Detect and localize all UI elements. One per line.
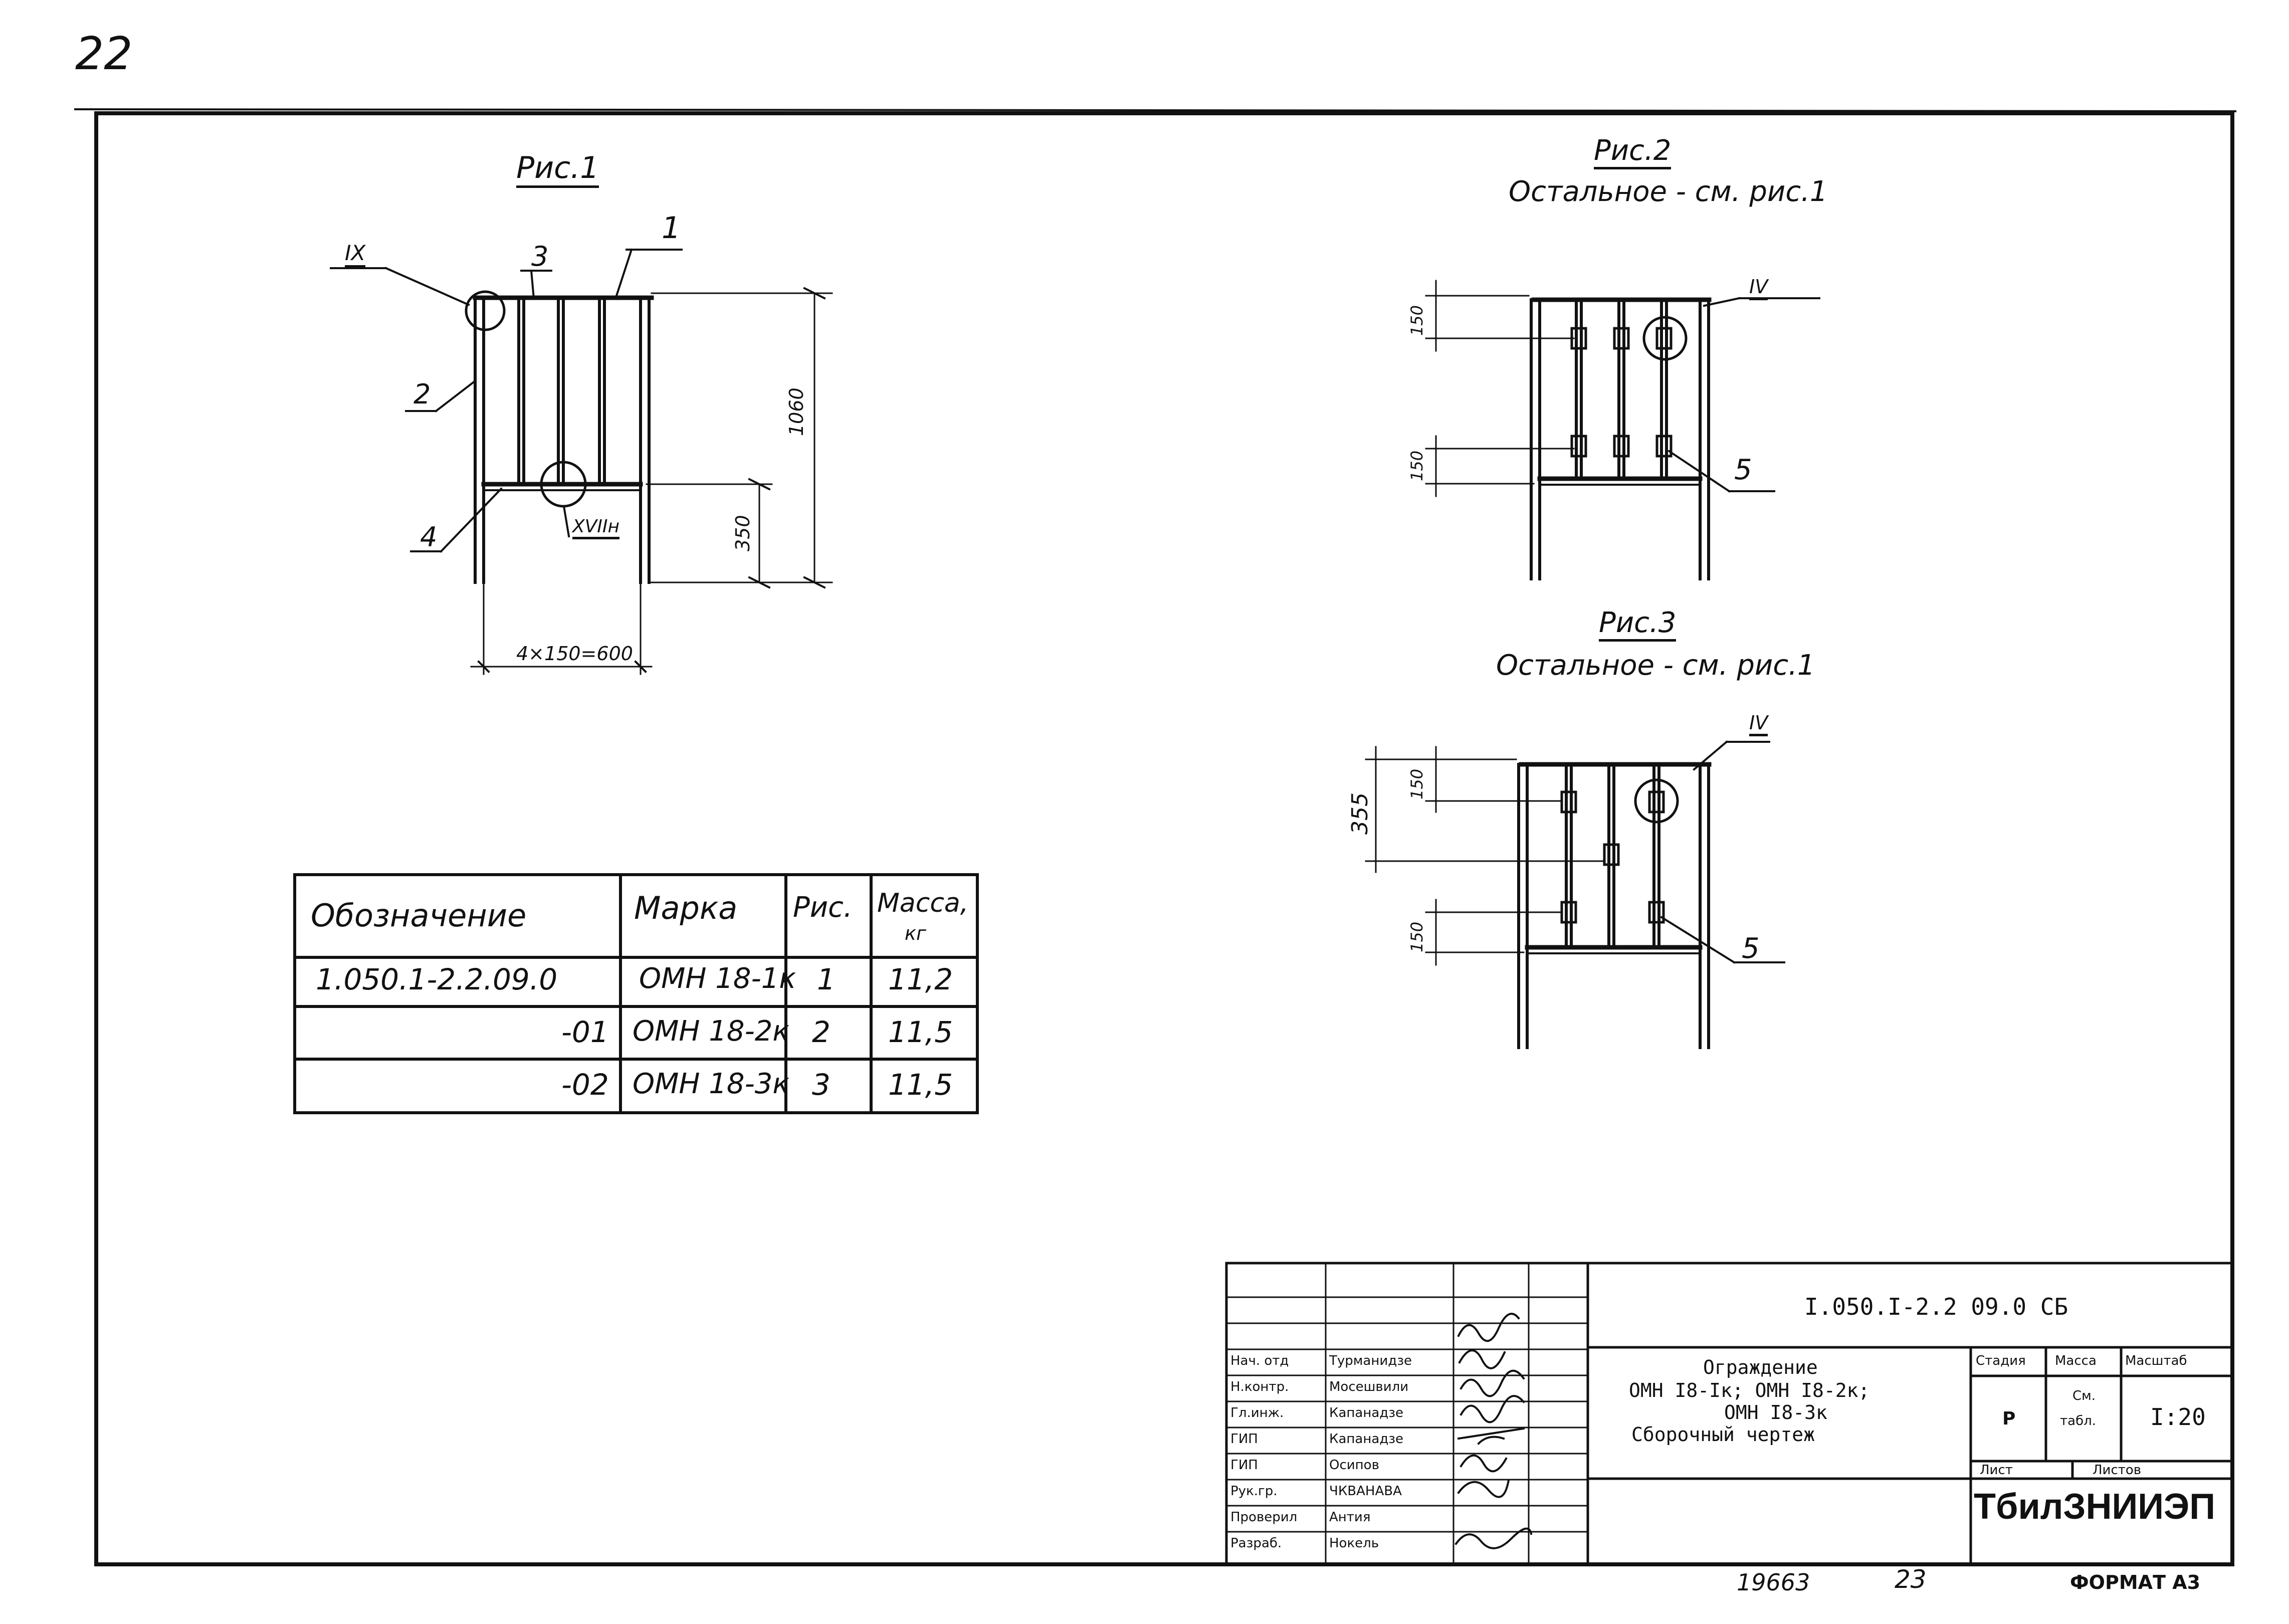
footer-page-number: 23	[1895, 1565, 1927, 1594]
fig1-dim-width: 4×150=600	[516, 643, 633, 665]
signatures	[1454, 1313, 1533, 1549]
fig3-dim-bottom: 150	[1407, 921, 1426, 952]
tb-stage-header: Стадия	[1976, 1353, 2026, 1368]
fig1-dim-height: 1060	[785, 387, 807, 436]
tb-sheet-label: Лист	[1980, 1463, 2013, 1478]
spec-row2-mass: 11,5	[888, 1015, 953, 1049]
fig3-title: Рис.3	[1599, 606, 1677, 642]
fig2-detail-circle-iv	[1642, 316, 1688, 361]
tb-title-line4: Сборочный чертеж	[1631, 1424, 1815, 1446]
corner-number: 22	[75, 28, 133, 80]
spec-header-designation: Обозначение	[311, 897, 527, 934]
fig2-title: Рис.2	[1594, 134, 1672, 169]
fig3-callout-iv: IV	[1749, 712, 1768, 736]
fig3-detail-circle-iv	[1634, 778, 1679, 824]
tb-staff-name: Мосешвили	[1329, 1379, 1409, 1394]
fig1-callout-xviii: XVIIн	[572, 516, 620, 539]
footer-format: ФОРМАТ А3	[2070, 1571, 2201, 1593]
spec-row2-fig: 2	[812, 1015, 830, 1049]
fig1-callout-4: 4	[420, 521, 438, 553]
tb-staff-role: Разраб.	[1230, 1536, 1282, 1551]
tb-staff-name: Турманидзе	[1329, 1353, 1412, 1368]
tb-mass-value-2: табл.	[2060, 1413, 2096, 1429]
tb-title-line3: ОМН I8-3к	[1724, 1401, 1827, 1424]
tb-scale-value: I:20	[2150, 1403, 2206, 1431]
tb-title-line1: Ограждение	[1703, 1356, 1818, 1378]
tb-scale-header: Масштаб	[2125, 1353, 2187, 1368]
frame-border	[94, 111, 2234, 1566]
fig1-detail-circle-ix	[465, 290, 506, 331]
tb-staff-name: ЧКВАНАВА	[1329, 1484, 1402, 1499]
tb-staff-role: Нач. отд	[1230, 1353, 1289, 1368]
fig3-dim-outer: 355	[1347, 792, 1373, 835]
fig3-dim-top: 150	[1407, 768, 1426, 799]
spec-row3-designation: -02	[561, 1068, 609, 1102]
fig2-railing	[1425, 280, 1820, 580]
fig2-dim-top: 150	[1407, 305, 1426, 336]
fig3-callout-5: 5	[1742, 932, 1760, 965]
tb-sheets-label: Листов	[2093, 1463, 2142, 1478]
tb-org: ТбилЗНИИЭП	[1974, 1487, 2216, 1527]
tb-staff-role: Рук.гр.	[1230, 1484, 1278, 1499]
spec-row1-mass: 11,2	[888, 962, 953, 996]
tb-mass-value-1: См.	[2072, 1388, 2096, 1403]
tb-stage-value: Р	[2002, 1408, 2016, 1429]
spec-header-mass: Масса,	[877, 888, 969, 918]
tb-staff-name: Нокель	[1329, 1536, 1379, 1551]
spec-row2-designation: -01	[561, 1015, 609, 1049]
spec-header-mass-unit: кг	[905, 922, 926, 944]
tb-staff-name: Капанадзе	[1329, 1432, 1404, 1447]
fig3-note: Остальное - см. рис.1	[1496, 649, 1815, 682]
tb-doc-code: I.050.I-2.2 09.0 СБ	[1804, 1293, 2068, 1320]
spec-row3-mass: 11,5	[888, 1068, 953, 1102]
fig2-callout-5: 5	[1734, 454, 1752, 486]
spec-table-grid	[293, 873, 979, 1114]
tb-staff-role: Гл.инж.	[1230, 1405, 1284, 1420]
spec-header-mark: Марка	[634, 890, 738, 926]
fig2-callout-iv: IV	[1749, 276, 1768, 300]
spec-row1-designation: 1.050.1-2.2.09.0	[316, 962, 558, 996]
tb-staff-name: Осипов	[1329, 1458, 1379, 1473]
spec-row2-mark: ОМН 18-2к	[633, 1015, 790, 1048]
spec-row1-mark: ОМН 18-1к	[639, 962, 796, 995]
tb-staff-role: ГИП	[1230, 1432, 1258, 1447]
tb-title-line2: ОМН I8-Iк; ОМН I8-2к;	[1629, 1379, 1870, 1401]
fig1-callout-1: 1	[662, 211, 681, 246]
spec-row3-mark: ОМН 18-3к	[633, 1068, 790, 1100]
spec-row1-fig: 1	[817, 962, 836, 996]
tb-staff-role: ГИП	[1230, 1458, 1258, 1473]
spec-header-fig: Рис.	[793, 891, 853, 924]
footer-inv-number: 19663	[1737, 1569, 1810, 1596]
spec-row3-fig: 3	[812, 1068, 830, 1102]
fig2-note: Остальное - см. рис.1	[1509, 175, 1828, 208]
tb-staff-role: Н.контр.	[1230, 1379, 1289, 1394]
fig1-callout-ix: IX	[345, 241, 366, 268]
fig1-title: Рис.1	[516, 150, 599, 188]
fig1-callout-2: 2	[413, 378, 431, 410]
fig1-railing	[330, 248, 833, 675]
fig2-dim-bottom: 150	[1407, 450, 1426, 481]
tb-mass-header: Масса	[2055, 1353, 2097, 1368]
fig3-railing	[1365, 740, 1785, 1049]
title-block-grid	[1225, 1262, 2234, 1566]
tb-staff-name: Капанадзе	[1329, 1405, 1404, 1420]
tb-staff-role: Проверил	[1230, 1510, 1298, 1525]
fig1-callout-3: 3	[531, 241, 549, 272]
tb-staff-name: Антия	[1329, 1510, 1371, 1525]
fig1-dim-lower: 350	[732, 515, 754, 551]
